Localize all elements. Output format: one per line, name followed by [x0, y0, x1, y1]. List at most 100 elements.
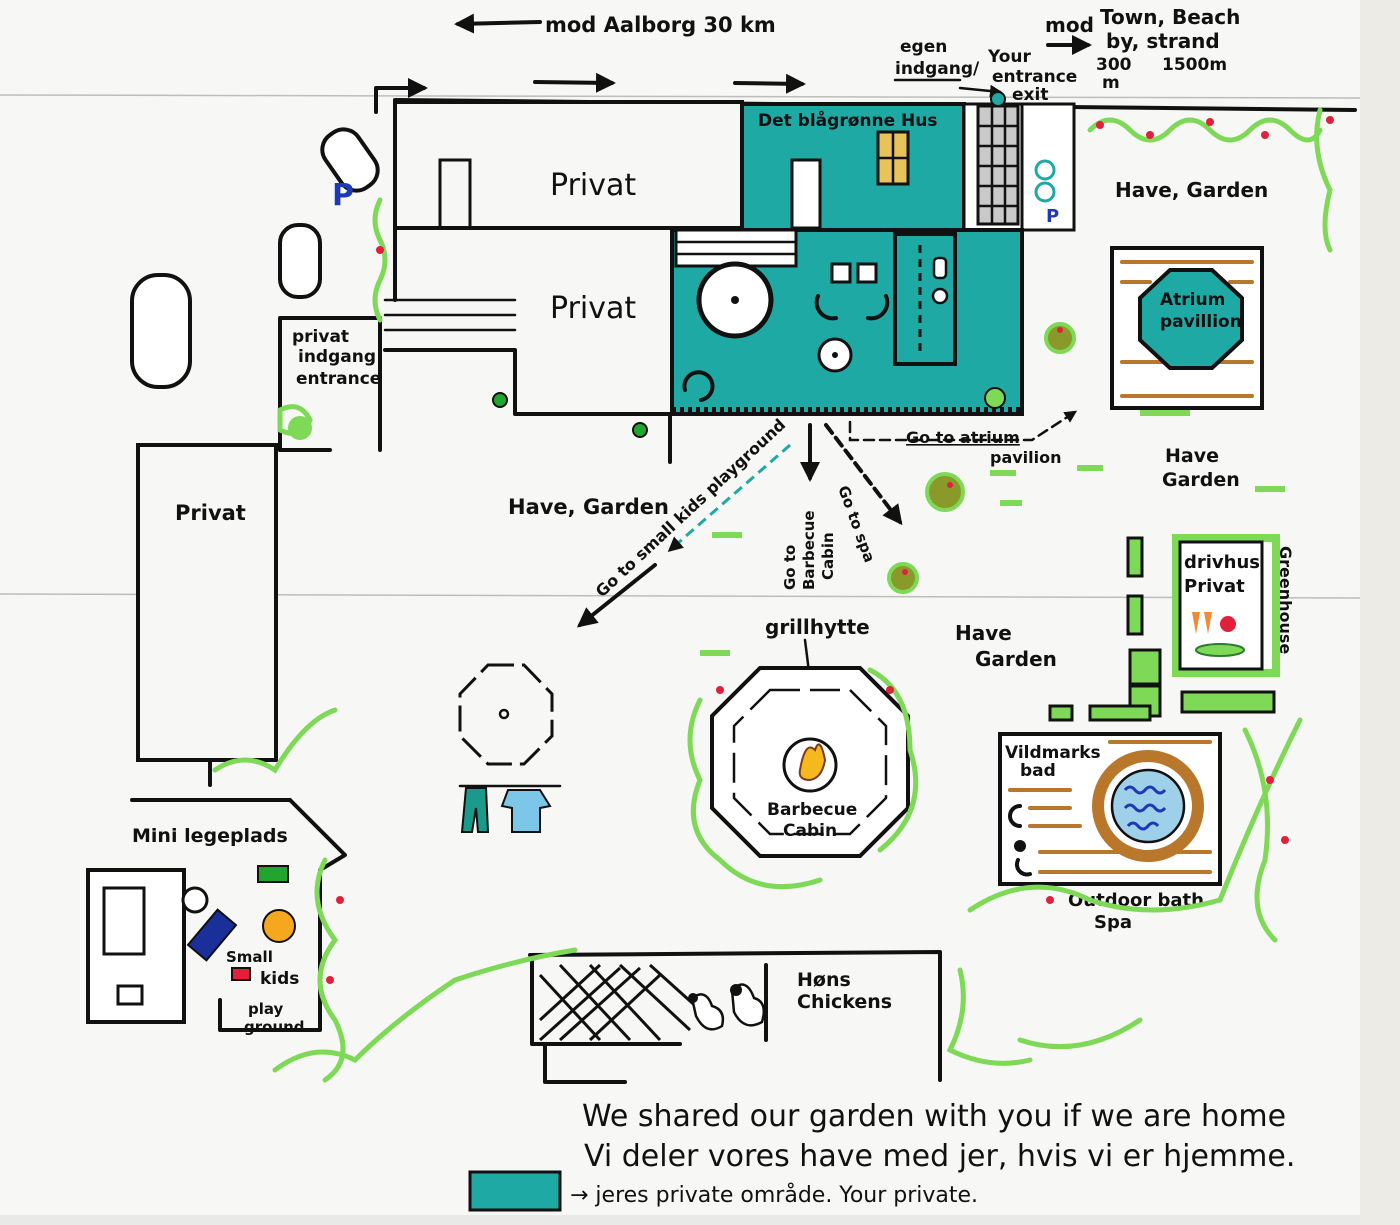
egen-label: egen	[900, 37, 947, 57]
pants-icon	[460, 787, 490, 833]
parking-sign: P	[332, 178, 354, 213]
entrance-label-3: entrance	[296, 369, 381, 389]
chickens-label: Høns	[797, 969, 851, 991]
door-icon	[790, 158, 822, 230]
carrot-icon	[1204, 612, 1212, 634]
table-center	[731, 296, 739, 304]
your-entrance-label: egen indgang/ Your entrance exit	[893, 37, 1077, 105]
chicken-coop: Høns Chickens	[528, 950, 942, 1084]
arrow-right-icon	[374, 78, 428, 114]
direction-town-beach: mod Town, Beach by, strand 300 m 1500m	[1045, 5, 1240, 93]
chair-icon	[1014, 858, 1032, 877]
fold-line	[0, 94, 1361, 99]
playground-label: ground	[244, 1018, 305, 1036]
aalborg-label: mod Aalborg 30 km	[545, 13, 776, 37]
private-building-2	[383, 226, 674, 416]
chickens-label: Chickens	[797, 991, 892, 1013]
your-label: Your	[987, 47, 1032, 67]
footer-line-english: We shared our garden with you if we are …	[582, 1099, 1286, 1134]
grill-icon	[931, 287, 949, 305]
distance-unit: m	[1102, 73, 1120, 93]
parking-area: P	[130, 127, 380, 389]
direction-aalborg: mod Aalborg 30 km	[454, 13, 776, 37]
private-terrace	[670, 228, 1024, 416]
bbq-path-label: Barbecue	[800, 510, 818, 590]
entrance-path: P	[962, 91, 1076, 232]
greenhouse-side-label: Greenhouse	[1276, 546, 1295, 654]
entrance-label-2: indgang	[298, 347, 376, 367]
car-icon	[278, 223, 322, 299]
garden-label: Garden	[975, 647, 1057, 671]
arrow-right-icon	[533, 72, 616, 93]
chair-icon	[682, 370, 715, 402]
greenhouse-label: drivhus	[1184, 552, 1260, 573]
bbq-label: Barbecue	[767, 800, 857, 820]
garden-label: Have	[1165, 445, 1219, 467]
grillhytte-label: grillhytte	[765, 615, 870, 639]
bbq-path-label: Go to	[781, 545, 799, 590]
octagon-pavilion	[1138, 268, 1244, 370]
window-icon	[102, 886, 146, 956]
swing-icon	[181, 886, 209, 914]
outdoor-spa: Vildmarks bad Outdoor bath Spa	[998, 732, 1222, 933]
playground-title: Mini legeplads	[132, 825, 288, 847]
town-distance: 300	[1096, 55, 1132, 75]
chair-icon	[856, 262, 878, 284]
berries	[326, 116, 1334, 984]
arrow-left-icon	[454, 13, 542, 34]
spa-label: Vildmarks	[1005, 743, 1101, 763]
arrow-right-icon	[733, 73, 806, 94]
footer-line-danish: Vi deler vores have med jer, hvis vi er …	[584, 1139, 1295, 1174]
garden-label: Have, Garden	[508, 495, 669, 519]
fence-mesh	[538, 963, 702, 1042]
mod-label: mod	[1045, 13, 1094, 37]
shrub-icon	[887, 562, 919, 594]
spa-label: bad	[1020, 761, 1056, 781]
chair-icon	[830, 262, 852, 284]
beach-distance: 1500m	[1162, 55, 1227, 75]
house-area	[740, 102, 966, 232]
legend-label: → jeres private område. Your private.	[570, 1182, 978, 1208]
lounge-chair-icon	[866, 294, 890, 321]
bike-area	[1020, 102, 1076, 232]
bicycle-icon	[1034, 159, 1056, 203]
entrance-marker	[990, 91, 1006, 107]
coop-run	[530, 956, 682, 1046]
private-entrance	[278, 316, 382, 452]
shrub-icon	[632, 422, 648, 438]
table-icon	[1014, 840, 1026, 852]
grass-tufts	[700, 410, 1285, 656]
privat-label-left: Privat	[175, 501, 246, 525]
privat-label-2: Privat	[550, 291, 636, 326]
slide-icon	[186, 908, 238, 962]
atrium-label: pavillion	[1160, 312, 1242, 332]
car-icon	[130, 273, 192, 389]
path-to-spa	[824, 423, 903, 526]
shrub-icon	[492, 392, 508, 408]
privat-label-1: Privat	[550, 168, 636, 203]
steps	[674, 228, 798, 268]
atrium-pavilion: Atrium pavillion	[1110, 246, 1264, 410]
ball-icon	[262, 909, 296, 943]
carrot-icon	[1192, 612, 1200, 634]
garden-label: Have	[955, 621, 1012, 645]
atrium-label: Atrium	[1160, 290, 1225, 310]
coop-wall	[528, 950, 942, 1082]
shrub-icon	[984, 387, 1006, 409]
chair-icon	[1008, 804, 1022, 828]
parking-sign: P	[1046, 206, 1059, 227]
house-name: Det blågrønne Hus	[758, 109, 938, 131]
lounge-chair-icon	[814, 294, 838, 321]
path-to-playground	[667, 443, 791, 552]
playground-label: Small	[226, 948, 273, 966]
shrub-icon	[925, 472, 965, 512]
fence	[130, 758, 292, 802]
arrow-icon	[958, 84, 1003, 98]
greenhouse-label: Privat	[1184, 576, 1245, 597]
atrium-path-label: pavilion	[990, 448, 1062, 467]
sandbox-icon	[257, 865, 289, 883]
chicken-icon	[730, 983, 765, 1027]
umbrella-icon	[458, 663, 554, 766]
legend-swatch-private	[468, 1170, 562, 1212]
